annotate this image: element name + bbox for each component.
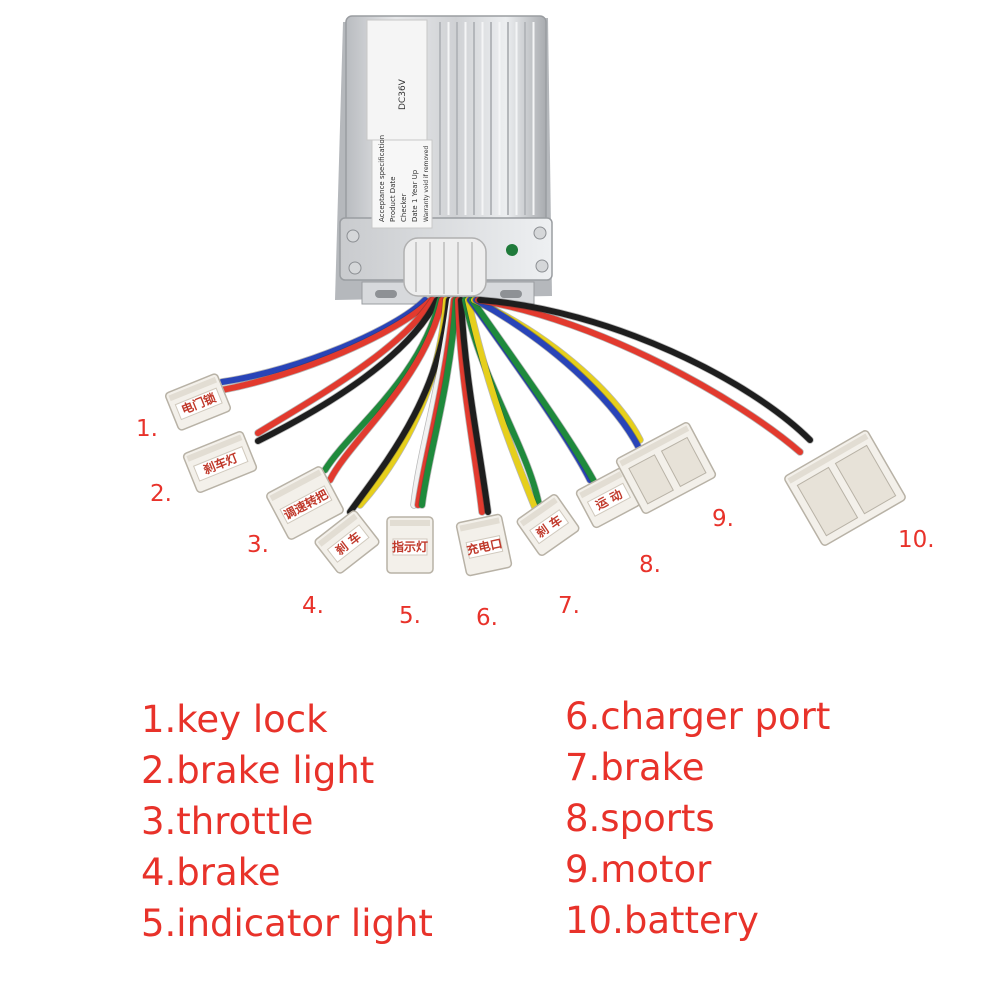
heatsink-fins [439,22,535,215]
connector-4: 刹 车 [314,510,380,574]
connector-tag [326,524,370,563]
connector-tag [392,538,428,556]
connector-10 [784,430,906,546]
connector-8: 运 动 [575,467,641,529]
connector-tag [192,446,249,482]
wire-green [419,297,459,508]
legend-item-throttle: 3.throttle [141,800,314,843]
sticker-text: Acceptance specification [378,135,386,222]
legend-item-brake-2: 7.brake [565,746,705,789]
legend-item-motor: 9.motor [565,848,712,891]
wire-blue [473,297,643,453]
wire-red [219,297,434,393]
bracket-slot [500,290,522,298]
callout-number-4: 4. [302,593,324,619]
legend-item-brake-light: 2.brake light [141,749,375,792]
screw [533,226,547,240]
connector-7: 刹 车 [516,494,580,556]
connector-tag [279,485,333,525]
spec-sticker [371,139,433,229]
screw [346,229,360,243]
connector-2: 刹车灯 [182,430,258,494]
cable-grommet [403,237,487,297]
connector-ridge [619,425,690,467]
connector-ridge [186,434,243,462]
connector-ridge [787,433,869,484]
legend-item-brake: 4.brake [141,851,281,894]
connector-9 [615,422,717,514]
legend-item-key-lock: 1.key lock [141,698,328,741]
connector-socket [796,466,859,537]
wire-red [255,297,436,436]
sticker-text: Warranty void if removed [423,146,430,222]
callout-number-1: 1. [136,416,158,442]
legend-item-sports: 8.sports [565,797,715,840]
connector-ridge [579,471,623,499]
wire-red [327,297,445,483]
callout-number-2: 2. [150,481,172,507]
connector-socket [660,436,707,488]
legend-item-battery: 10.battery [565,899,759,942]
connector-ridge [269,469,322,502]
indicator-led [506,244,518,256]
callout-number-9: 9. [712,506,734,532]
connector-ridge [459,517,500,532]
connector-label: 充电口 [465,535,503,557]
sticker-label [366,19,428,141]
screw [348,261,362,275]
connector-tag [529,509,570,545]
sticker-text: DC36V [398,78,408,110]
connector-tag [174,387,223,421]
connectors: 电门锁刹车灯调速转把刹 车指示灯充电口刹 车运 动 [165,373,906,577]
callout-number-6: 6. [476,605,498,631]
callout-number-7: 7. [558,593,580,619]
controller-box: DC36V Acceptance specification Product D… [335,15,553,305]
connector-label: 指示灯 [392,539,428,554]
sticker-text: Date 1 Year Up [411,169,419,222]
connector-ridge [317,513,358,547]
legend-item-indicator-light: 5.indicator light [141,902,433,945]
wire-green [469,297,599,488]
wire-yellow [465,297,543,523]
connector-tag [586,482,632,517]
connector-ridge [168,376,218,402]
connector-5: 指示灯 [386,516,434,574]
connector-socket [834,444,897,515]
callout-number-5: 5. [399,603,421,629]
callout-number-3: 3. [247,532,269,558]
connector-tag [465,535,504,559]
callout-number-10: 10. [898,527,935,553]
wire-black [458,297,491,515]
wire-black [477,297,813,443]
legend-item-charger-port: 6.charger port [565,695,831,738]
connector-ridge [519,497,558,527]
connector-1: 电门锁 [165,373,231,431]
wire-black [255,297,440,444]
callout-number-8: 8. [639,552,661,578]
connector-socket [628,454,674,505]
wire-red [475,297,803,455]
connector-3: 调速转把 [266,466,344,540]
sticker-text: Product Date [389,176,397,222]
connector-6: 充电口 [455,513,513,577]
wire-red [455,297,485,515]
bracket-slot [375,290,397,298]
wire-harness [218,296,814,524]
connector-ridge [390,520,430,526]
sticker-text: Checker [400,193,408,222]
screw [535,259,549,273]
wire-blue [219,297,428,385]
